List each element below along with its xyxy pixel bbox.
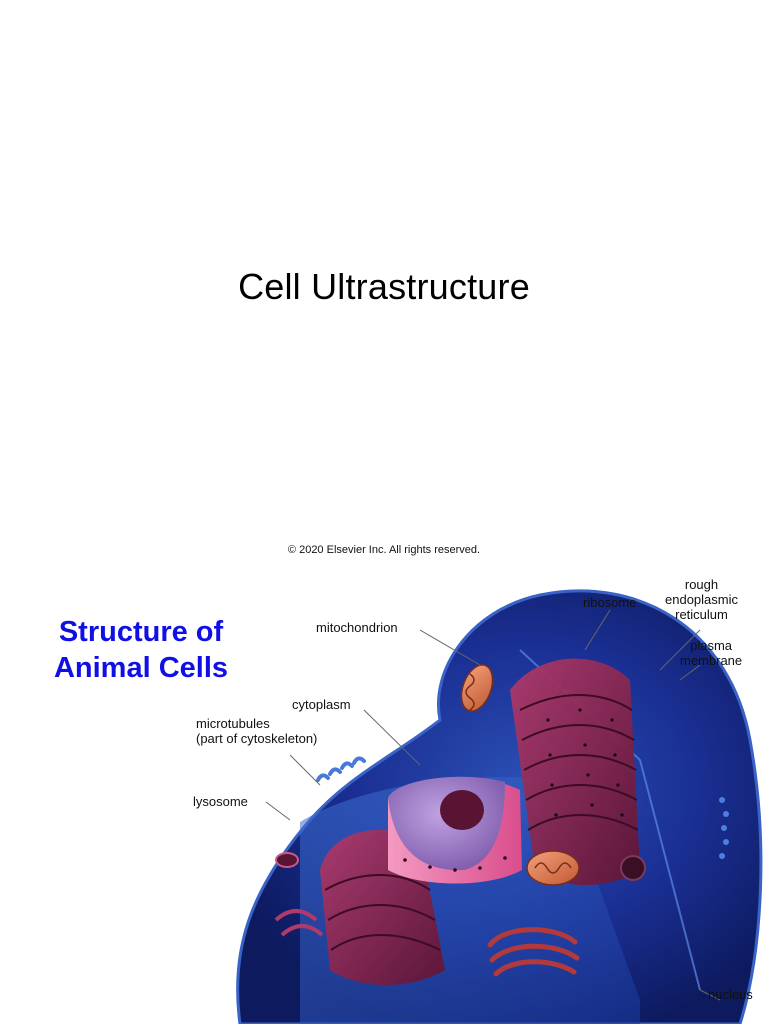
label-lysosome: lysosome: [193, 794, 248, 809]
slide-title: Cell Ultrastructure: [238, 266, 530, 307]
membrane-vesicles: [719, 797, 729, 859]
microvilli: [316, 756, 366, 782]
animal-cell-figure: Structure of Animal Cells rough endoplas…: [0, 570, 768, 1024]
label-rough-er: rough endoplasmic reticulum: [665, 577, 738, 622]
golgi-apparatus: [487, 927, 580, 977]
label-ribosome: ribosome: [583, 595, 637, 610]
label-cytoplasm: cytoplasm: [292, 697, 351, 712]
nucleus: [388, 776, 522, 884]
mitochondria: [460, 664, 580, 886]
lysosome-vesicles: [274, 852, 646, 937]
label-plasma-membrane: plasma membrane: [680, 638, 743, 668]
label-microtubules: microtubules (part of cytoskeleton): [196, 716, 318, 746]
figure-heading-line1: Structure of: [58, 616, 224, 648]
label-mitochondrion: mitochondrion: [316, 620, 398, 635]
label-nucleus: nucleus: [708, 987, 753, 1002]
leader-lines: [265, 609, 721, 1001]
figure-heading: Structure of Animal Cells: [26, 614, 256, 686]
figure-heading-line2: Animal Cells: [53, 652, 229, 684]
animal-cell-illustration: [236, 589, 763, 1024]
copyright-notice: © 2020 Elsevier Inc. All rights reserved…: [287, 544, 481, 556]
